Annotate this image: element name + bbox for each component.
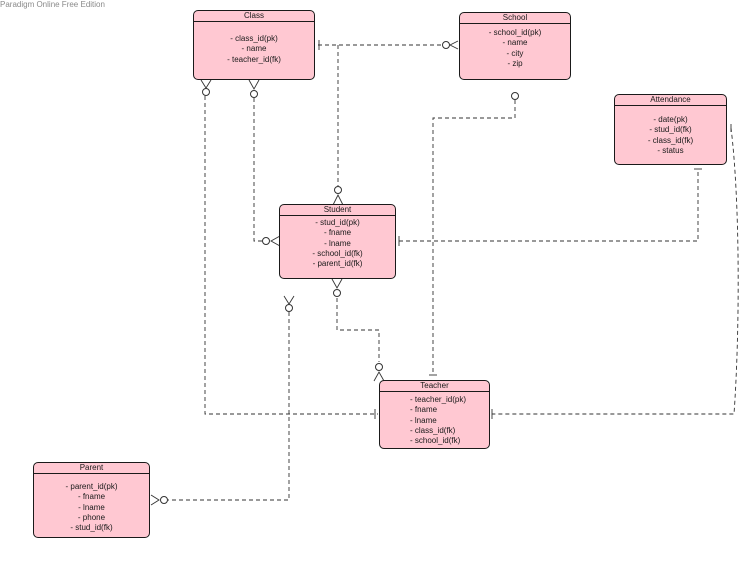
attr: - phone bbox=[77, 512, 106, 522]
crowfoot bbox=[373, 371, 385, 382]
attr: - class_id(fk) bbox=[647, 135, 694, 145]
marker-circle bbox=[442, 41, 450, 49]
attr: - lname bbox=[78, 502, 105, 512]
rel-student-teacher bbox=[336, 298, 380, 362]
entity-parent[interactable]: Parent - parent_id(pk) - fname - lname -… bbox=[33, 462, 150, 538]
attr: - zip bbox=[507, 58, 523, 68]
attr: - name bbox=[502, 38, 528, 48]
entity-parent-title: Parent bbox=[34, 463, 149, 474]
entity-attendance[interactable]: Attendance - date(pk) - stud_id(fk) - cl… bbox=[614, 94, 727, 165]
attr: - school_id(fk) bbox=[312, 248, 363, 258]
watermark-label: Paradigm Online Free Edition bbox=[0, 0, 105, 9]
attr: - class_id(fk) bbox=[410, 425, 456, 435]
marker-circle bbox=[333, 289, 341, 297]
entity-school-title: School bbox=[460, 13, 570, 24]
attr: - date(pk) bbox=[653, 115, 688, 124]
rel-school-teacher bbox=[432, 100, 516, 374]
attr: - teacher_id(pk) bbox=[410, 395, 467, 404]
crowfoot bbox=[248, 79, 260, 90]
crowfoot bbox=[332, 193, 344, 206]
attr: - stud_id(fk) bbox=[649, 125, 692, 135]
marker-circle bbox=[285, 304, 293, 312]
crowfoot bbox=[448, 40, 459, 50]
attr: - fname bbox=[323, 228, 352, 238]
attr: - lname bbox=[410, 415, 437, 425]
entity-attendance-attrs: - date(pk) - stud_id(fk) - class_id(fk) … bbox=[615, 106, 726, 156]
attr: - status bbox=[657, 145, 684, 155]
rel-attendance-teacher bbox=[492, 127, 739, 415]
attr: - stud_id(fk) bbox=[70, 523, 113, 533]
entity-teacher-attrs: - teacher_id(pk) - fname - lname - class… bbox=[380, 392, 489, 446]
attr: - school_id(pk) bbox=[488, 28, 542, 37]
attr: - fname bbox=[410, 405, 438, 415]
entity-class-title: Class bbox=[194, 11, 314, 22]
entity-class[interactable]: Class - class_id(pk) - name - teacher_id… bbox=[193, 10, 315, 80]
attr: - teacher_id(fk) bbox=[227, 54, 281, 64]
entity-parent-attrs: - parent_id(pk) - fname - lname - phone … bbox=[34, 474, 149, 533]
marker-circle bbox=[334, 186, 342, 194]
rel-class-teacher bbox=[204, 96, 378, 415]
attr: - stud_id(pk) bbox=[315, 218, 360, 227]
entity-student-title: Student bbox=[280, 205, 395, 216]
crowfoot bbox=[150, 494, 160, 506]
rel-class-student bbox=[253, 98, 262, 242]
attr: - parent_id(pk) bbox=[65, 482, 118, 491]
attr: - school_id(fk) bbox=[410, 436, 461, 446]
attr: - city bbox=[506, 48, 524, 58]
marker-circle bbox=[262, 237, 270, 245]
marker-circle bbox=[250, 90, 258, 98]
attr: - name bbox=[241, 44, 267, 54]
attr: - fname bbox=[77, 492, 106, 502]
entity-class-attrs: - class_id(pk) - name - teacher_id(fk) bbox=[194, 22, 314, 65]
marker-circle bbox=[511, 92, 519, 100]
entity-school-attrs: - school_id(pk) - name - city - zip bbox=[460, 24, 570, 69]
rel-attendance-student bbox=[398, 172, 699, 242]
marker-circle bbox=[375, 363, 383, 371]
marker-circle bbox=[160, 496, 168, 504]
entity-school[interactable]: School - school_id(pk) - name - city - z… bbox=[459, 12, 571, 80]
entity-student[interactable]: Student - stud_id(pk) - fname - lname - … bbox=[279, 204, 396, 279]
crowfoot bbox=[200, 79, 212, 89]
rel-student-parent bbox=[168, 312, 290, 501]
crowfoot bbox=[331, 278, 343, 289]
crowfoot bbox=[270, 235, 281, 247]
crowfoot bbox=[283, 295, 295, 305]
entity-teacher[interactable]: Teacher - teacher_id(pk) - fname - lname… bbox=[379, 380, 490, 449]
attr: - class_id(pk) bbox=[230, 34, 278, 43]
marker-circle bbox=[202, 88, 210, 96]
entity-student-attrs: - stud_id(pk) - fname - lname - school_i… bbox=[280, 216, 395, 269]
entity-teacher-title: Teacher bbox=[380, 381, 489, 392]
entity-attendance-title: Attendance bbox=[615, 95, 726, 106]
attr: - lname bbox=[324, 238, 351, 248]
attr: - parent_id(fk) bbox=[312, 259, 363, 269]
